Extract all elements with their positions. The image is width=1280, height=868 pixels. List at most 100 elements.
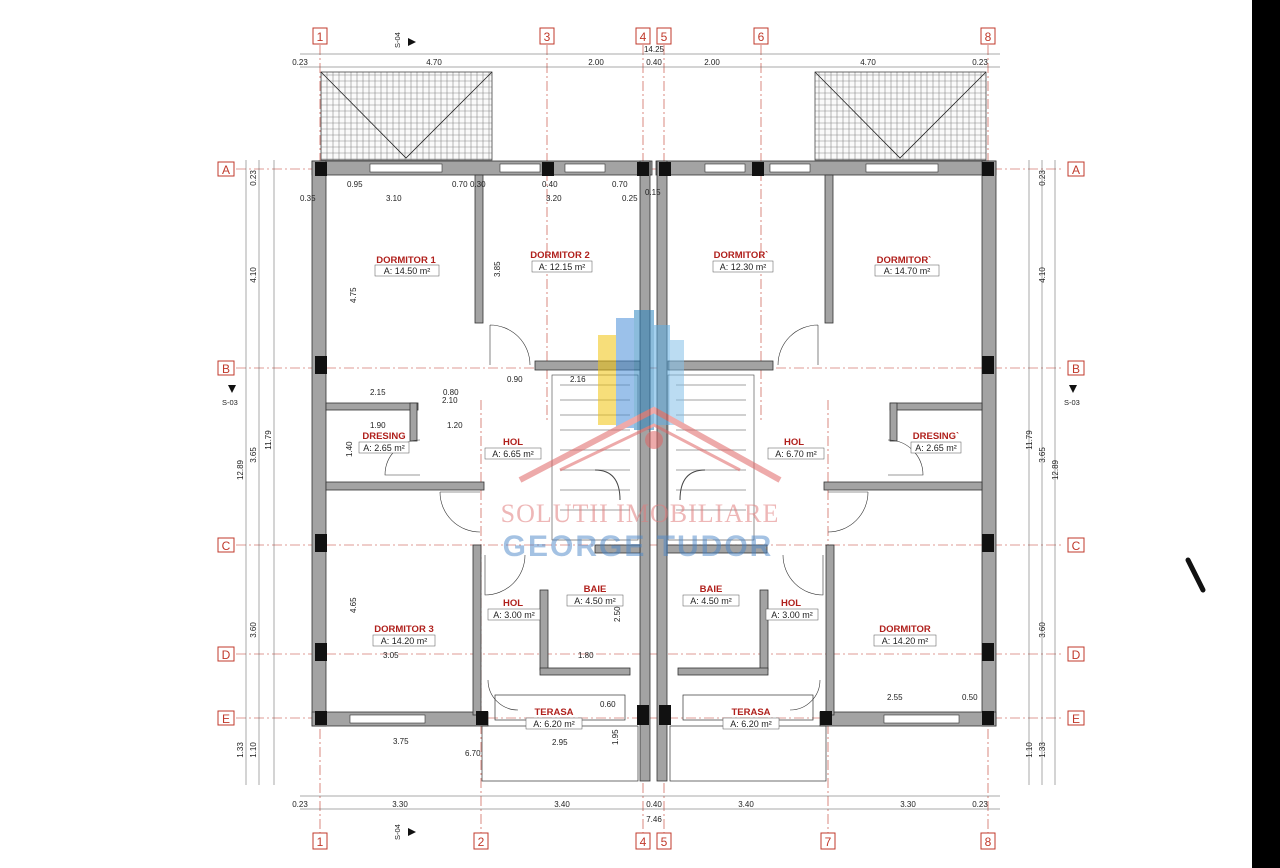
axis-label: C [222, 539, 231, 553]
room-terasa-right: TERASA A: 6.20 m² [722, 707, 780, 730]
svg-text:1.33: 1.33 [1038, 742, 1047, 758]
axis-label: 5 [661, 835, 668, 849]
svg-text:3.30: 3.30 [900, 800, 916, 809]
svg-text:3.65: 3.65 [249, 447, 258, 463]
axis-label: 5 [661, 30, 668, 44]
svg-text:0.50: 0.50 [962, 693, 978, 702]
svg-text:DORMITOR`: DORMITOR` [714, 250, 769, 261]
svg-text:A: 2.65 m²: A: 2.65 m² [915, 443, 957, 453]
room-dormitor-4: DORMITOR` A: 14.70 m² [874, 255, 940, 277]
watermark-line1: SOLUTII IMOBILIARE [501, 499, 780, 528]
room-dormitor-2: DORMITOR 2 A: 12.15 m² [530, 250, 593, 273]
svg-text:3.20: 3.20 [546, 194, 562, 203]
svg-text:TERASA: TERASA [731, 707, 770, 718]
axis-bubbles-top: 1 3 4 5 6 8 [312, 27, 996, 45]
section-label: S-04 [393, 32, 402, 48]
svg-text:0.95: 0.95 [347, 180, 363, 189]
axis-label: 4 [640, 835, 647, 849]
axis-label: D [1072, 648, 1081, 662]
svg-text:3.05: 3.05 [383, 651, 399, 660]
svg-text:3.75: 3.75 [393, 737, 409, 746]
svg-text:A: 14.20 m²: A: 14.20 m² [882, 636, 929, 646]
svg-text:3.40: 3.40 [738, 800, 754, 809]
dims-right: 0.23 4.10 3.65 3.60 1.10 1.33 12.89 11.7… [1025, 170, 1060, 758]
axis-label: B [1072, 362, 1080, 376]
svg-text:0.23: 0.23 [972, 58, 988, 67]
svg-text:2.10: 2.10 [442, 396, 458, 405]
svg-text:0.35: 0.35 [300, 194, 316, 203]
svg-text:0.70: 0.70 [452, 180, 468, 189]
room-dormitor-5: DORMITOR A: 14.20 m² [873, 624, 937, 647]
axis-label: 8 [985, 30, 992, 44]
svg-text:4.70: 4.70 [860, 58, 876, 67]
svg-text:3.40: 3.40 [554, 800, 570, 809]
room-terasa-left: TERASA A: 6.20 m² [525, 707, 583, 730]
dims-left: 0.23 4.10 3.65 3.60 1.10 1.33 12.89 11.7… [236, 170, 273, 758]
svg-text:0.15: 0.15 [645, 188, 661, 197]
dims-interior: 0.95 0.70 0.30 0.35 0.40 0.70 0.15 0.25 … [300, 180, 978, 758]
axis-label: 2 [478, 835, 485, 849]
svg-text:A: 6.65 m²: A: 6.65 m² [492, 449, 534, 459]
staircase [551, 374, 755, 541]
room-baie-right: BAIE A: 4.50 m² [682, 584, 740, 607]
svg-text:2.16: 2.16 [570, 375, 586, 384]
section-arrow-icon [408, 38, 416, 46]
svg-text:3.30: 3.30 [392, 800, 408, 809]
svg-text:A: 14.20 m²: A: 14.20 m² [381, 636, 428, 646]
svg-text:HOL: HOL [503, 598, 523, 609]
axis-label: A [1072, 163, 1080, 177]
svg-text:DRESING: DRESING [362, 431, 405, 442]
svg-text:HOL: HOL [781, 598, 801, 609]
svg-text:3.85: 3.85 [493, 261, 502, 277]
section-arrow-icon [1069, 385, 1077, 393]
svg-text:0.23: 0.23 [292, 58, 308, 67]
room-baie-left: BAIE A: 4.50 m² [566, 584, 624, 607]
svg-text:3.60: 3.60 [1038, 622, 1047, 638]
axis-bubbles-left: A B C D E [217, 161, 235, 726]
axis-label: 3 [544, 30, 551, 44]
svg-text:A: 2.65 m²: A: 2.65 m² [363, 443, 405, 453]
watermark-line2: GEORGE TUDOR [503, 530, 774, 563]
svg-text:12.89: 12.89 [236, 459, 245, 480]
room-hol-left-small: HOL A: 3.00 m² [487, 598, 541, 621]
svg-text:1.20: 1.20 [447, 421, 463, 430]
room-dormitor-3: DORMITOR 3 A: 14.20 m² [372, 624, 436, 647]
section-label: S-03 [1064, 398, 1080, 407]
section-arrow-icon [408, 828, 416, 836]
axis-label: 7 [825, 835, 832, 849]
svg-text:2.50: 2.50 [613, 606, 622, 622]
svg-text:A: 4.50 m²: A: 4.50 m² [690, 596, 732, 606]
room-dresing-left: DRESING A: 2.65 m² [358, 431, 410, 454]
svg-text:A: 12.15 m²: A: 12.15 m² [539, 262, 586, 272]
svg-text:HOL: HOL [503, 437, 523, 448]
svg-text:TERASA: TERASA [534, 707, 573, 718]
svg-text:4.75: 4.75 [349, 287, 358, 303]
dimension-lines [245, 53, 1056, 810]
svg-text:0.23: 0.23 [249, 170, 258, 186]
svg-text:1.90: 1.90 [370, 421, 386, 430]
dim-total-width-bottom: 7.46 [646, 815, 662, 824]
room-hol-left: HOL A: 6.65 m² [484, 437, 542, 460]
svg-text:A: 14.70 m²: A: 14.70 m² [884, 266, 931, 276]
room-dormitor-3b: DORMITOR` A: 12.30 m² [712, 250, 774, 273]
svg-text:A: 6.70 m²: A: 6.70 m² [775, 449, 817, 459]
svg-text:DRESING`: DRESING` [913, 431, 959, 442]
svg-text:0.40: 0.40 [542, 180, 558, 189]
svg-text:3.10: 3.10 [386, 194, 402, 203]
axis-label: B [222, 362, 230, 376]
section-arrow-icon [228, 385, 236, 393]
svg-text:1.40: 1.40 [345, 441, 354, 457]
dims-top: 0.23 4.70 2.00 0.40 2.00 4.70 0.23 [292, 58, 988, 67]
svg-text:4.10: 4.10 [249, 267, 258, 283]
axis-label: 1 [317, 835, 324, 849]
axis-label: E [222, 712, 230, 726]
room-hol-right-small: HOL A: 3.00 m² [765, 598, 819, 621]
axis-bubbles-bottom: 1 2 4 5 7 8 [312, 832, 996, 850]
svg-text:1.10: 1.10 [249, 742, 258, 758]
svg-text:A: 6.20 m²: A: 6.20 m² [533, 719, 575, 729]
svg-text:0.40: 0.40 [646, 58, 662, 67]
dim-total-width: 14.25 [644, 45, 665, 54]
axis-label: D [222, 648, 231, 662]
roof-overhang-left [320, 71, 493, 161]
axis-label: 1 [317, 30, 324, 44]
